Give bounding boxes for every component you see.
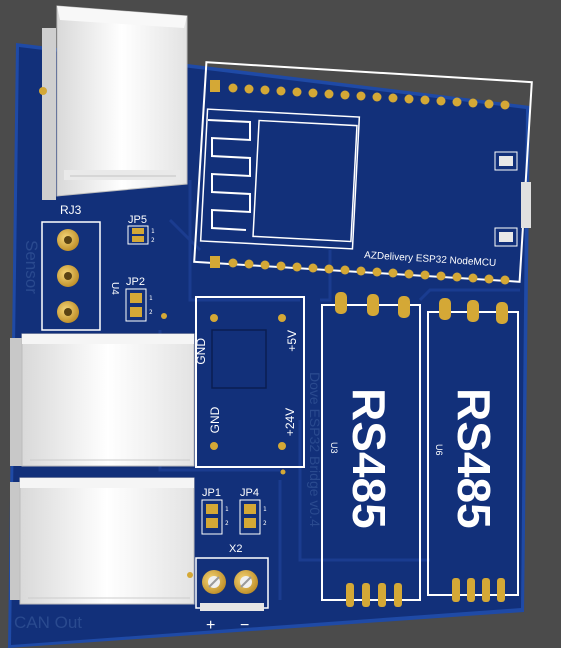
jp4-header <box>239 499 261 535</box>
x2-terminal <box>195 557 269 611</box>
jp5-pin1: 1 <box>151 228 155 235</box>
jp2-header <box>125 288 147 322</box>
u4-label: U4 <box>109 282 120 295</box>
jp2-label: JP2 <box>126 276 145 288</box>
can-out-jack <box>10 477 195 605</box>
sensor-jack <box>10 333 195 467</box>
esp32-pins-bottom <box>210 256 510 285</box>
plus24v-label: +24V <box>283 408 297 436</box>
rs485-left-label: RS485 <box>343 388 395 529</box>
esp32-pins-top <box>210 80 510 110</box>
x2-minus-label: − <box>240 617 249 634</box>
jp4-label: JP4 <box>240 487 259 499</box>
sensor-label: Sensor <box>22 240 41 294</box>
rj3-label: RJ3 <box>60 203 82 217</box>
x2-label: X2 <box>229 543 242 555</box>
jp5-pin2: 2 <box>151 237 155 244</box>
x2-plus-label: + <box>206 617 215 634</box>
jp1-pin2: 2 <box>225 520 229 527</box>
gnd-bottom-label: GND <box>208 406 222 433</box>
can-out-label: CAN Out <box>14 613 82 632</box>
jp1-header <box>201 499 223 535</box>
jp1-label: JP1 <box>202 487 221 499</box>
jp2-pin2: 2 <box>149 309 153 316</box>
board-name-label: Dove ESP32 Bridge v0.4 <box>307 372 323 527</box>
jp1-pin1: 1 <box>225 506 229 513</box>
u3-label: U3 <box>329 442 339 454</box>
jp5-header <box>127 225 149 245</box>
u4-component <box>41 221 101 331</box>
dcdc-module <box>195 296 305 468</box>
jp4-pin1: 1 <box>263 506 267 513</box>
jp4-pin2: 2 <box>263 520 267 527</box>
rs485-right-label: RS485 <box>448 388 500 529</box>
gnd-top-label: GND <box>194 338 208 365</box>
jp5-label: JP5 <box>128 214 147 226</box>
u6-label: U6 <box>434 444 444 456</box>
plus5v-label: +5V <box>285 330 299 352</box>
vias <box>161 313 286 578</box>
u6-rs485-module <box>427 298 519 602</box>
rj3-jack <box>39 5 188 200</box>
jp2-pin1: 1 <box>149 295 153 302</box>
u3-rs485-module <box>321 292 421 607</box>
